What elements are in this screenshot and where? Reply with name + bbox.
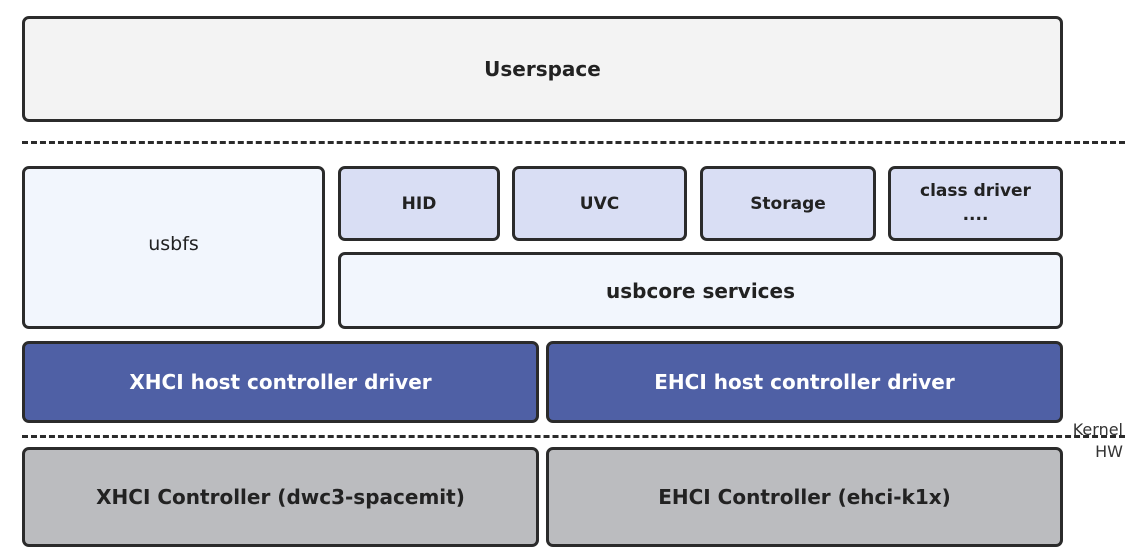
hid-label: HID bbox=[401, 193, 437, 214]
ehci-host-controller-driver-box: EHCI host controller driver bbox=[546, 341, 1063, 423]
usbfs-label: usbfs bbox=[148, 232, 199, 255]
ehci-controller-label: EHCI Controller (ehci-k1x) bbox=[658, 485, 951, 509]
kernel-hw-divider bbox=[22, 435, 1125, 438]
uvc-box: UVC bbox=[512, 166, 687, 241]
class-driver-ellipsis: .... bbox=[962, 204, 989, 225]
uvc-label: UVC bbox=[579, 193, 620, 214]
class-driver-box: class driver .... bbox=[888, 166, 1063, 241]
kernel-layer-label: Kernel bbox=[1072, 420, 1123, 439]
userspace-box: Userspace bbox=[22, 16, 1063, 122]
ehci-controller-box: EHCI Controller (ehci-k1x) bbox=[546, 447, 1063, 547]
ehci-host-controller-driver-label: EHCI host controller driver bbox=[654, 370, 955, 394]
usbfs-box: usbfs bbox=[22, 166, 325, 329]
usbcore-services-box: usbcore services bbox=[338, 252, 1063, 329]
xhci-controller-label: XHCI Controller (dwc3-spacemit) bbox=[96, 485, 465, 509]
usbcore-services-label: usbcore services bbox=[606, 278, 795, 303]
hw-layer-label: HW bbox=[1095, 442, 1123, 461]
userspace-label: Userspace bbox=[484, 57, 601, 81]
userspace-kernel-divider bbox=[22, 141, 1125, 144]
class-driver-label: class driver bbox=[920, 180, 1031, 201]
xhci-host-controller-driver-label: XHCI host controller driver bbox=[129, 370, 432, 394]
storage-label: Storage bbox=[750, 193, 826, 214]
storage-box: Storage bbox=[700, 166, 876, 241]
xhci-controller-box: XHCI Controller (dwc3-spacemit) bbox=[22, 447, 539, 547]
hid-box: HID bbox=[338, 166, 500, 241]
xhci-host-controller-driver-box: XHCI host controller driver bbox=[22, 341, 539, 423]
